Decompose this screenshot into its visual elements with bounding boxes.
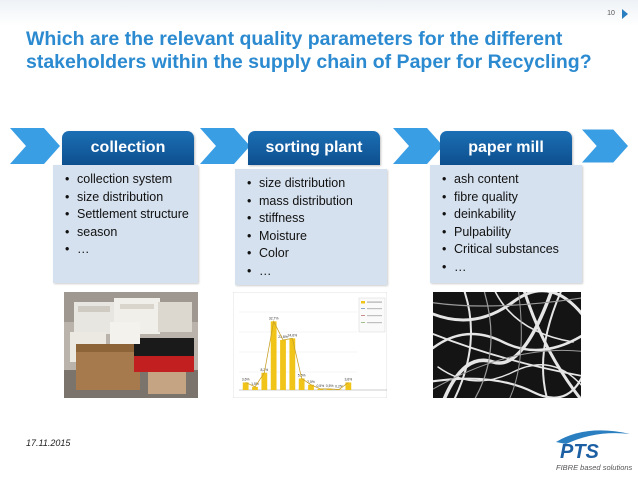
- column-header-sorting-plant: sorting plant: [248, 131, 380, 165]
- list-item: Settlement structure: [65, 206, 194, 224]
- bullet-list: size distribution mass distribution stif…: [235, 169, 387, 280]
- top-bar: [0, 0, 638, 26]
- chevron-arrow-icon: [393, 128, 443, 164]
- list-item: Critical substances: [442, 241, 578, 259]
- chart-data-label: 32,7%: [269, 316, 279, 320]
- chart-legend: [359, 298, 385, 332]
- slide-title: Which are the relevant quality parameter…: [26, 28, 626, 74]
- bullet-list: ash content fibre quality deinkability P…: [430, 165, 582, 276]
- chart-data-label: 0,5%: [326, 384, 334, 388]
- size-distribution-chart: 3,6%1,5%8,2%32,7%23,8%24,6%5,5%2,5%0,5%0…: [233, 292, 387, 398]
- list-item: …: [65, 241, 194, 259]
- list-item: size distribution: [65, 189, 194, 207]
- chart-data-label: 23,8%: [278, 335, 288, 339]
- bullet-list: collection system size distribution Sett…: [53, 165, 198, 259]
- column-header-paper-mill: paper mill: [440, 131, 572, 165]
- column-box-sorting-plant: size distribution mass distribution stif…: [235, 169, 387, 285]
- waste-paper-photo: [64, 292, 198, 398]
- chart-data-label: 24,6%: [288, 333, 298, 337]
- chart-bar: [252, 387, 258, 390]
- pts-logo-mark: PTS FIBRE based solutions: [526, 426, 638, 478]
- slide-number: 10: [600, 10, 622, 17]
- list-item: collection system: [65, 171, 194, 189]
- fibre-microscope-photo: [433, 292, 581, 398]
- chart-data-label: 3,6%: [344, 377, 352, 381]
- list-item: fibre quality: [442, 189, 578, 207]
- list-item: Pulpability: [442, 224, 578, 242]
- list-item: deinkability: [442, 206, 578, 224]
- list-item: ash content: [442, 171, 578, 189]
- chart-data-label: 3,6%: [242, 377, 250, 381]
- chart-bar: [280, 340, 286, 390]
- logo-tagline: FIBRE based solutions: [556, 463, 633, 472]
- slide-number-arrow-icon: [622, 9, 628, 19]
- list-item: season: [65, 224, 194, 242]
- chevron-arrow-icon: [200, 128, 250, 164]
- column-box-collection: collection system size distribution Sett…: [53, 165, 198, 283]
- column-header-collection: collection: [62, 131, 194, 165]
- list-item: Color: [247, 245, 383, 263]
- list-item: mass distribution: [247, 193, 383, 211]
- logo-name: PTS: [560, 441, 600, 463]
- list-item: …: [442, 259, 578, 277]
- list-item: Moisture: [247, 228, 383, 246]
- chevron-arrow-icon: [582, 128, 628, 164]
- slide-date: 17.11.2015: [26, 438, 70, 448]
- list-item: size distribution: [247, 175, 383, 193]
- chevron-arrow-icon: [10, 128, 60, 164]
- list-item: stiffness: [247, 210, 383, 228]
- pts-logo: PTS FIBRE based solutions: [526, 426, 638, 478]
- list-item: …: [247, 263, 383, 281]
- column-box-paper-mill: ash content fibre quality deinkability P…: [430, 165, 582, 283]
